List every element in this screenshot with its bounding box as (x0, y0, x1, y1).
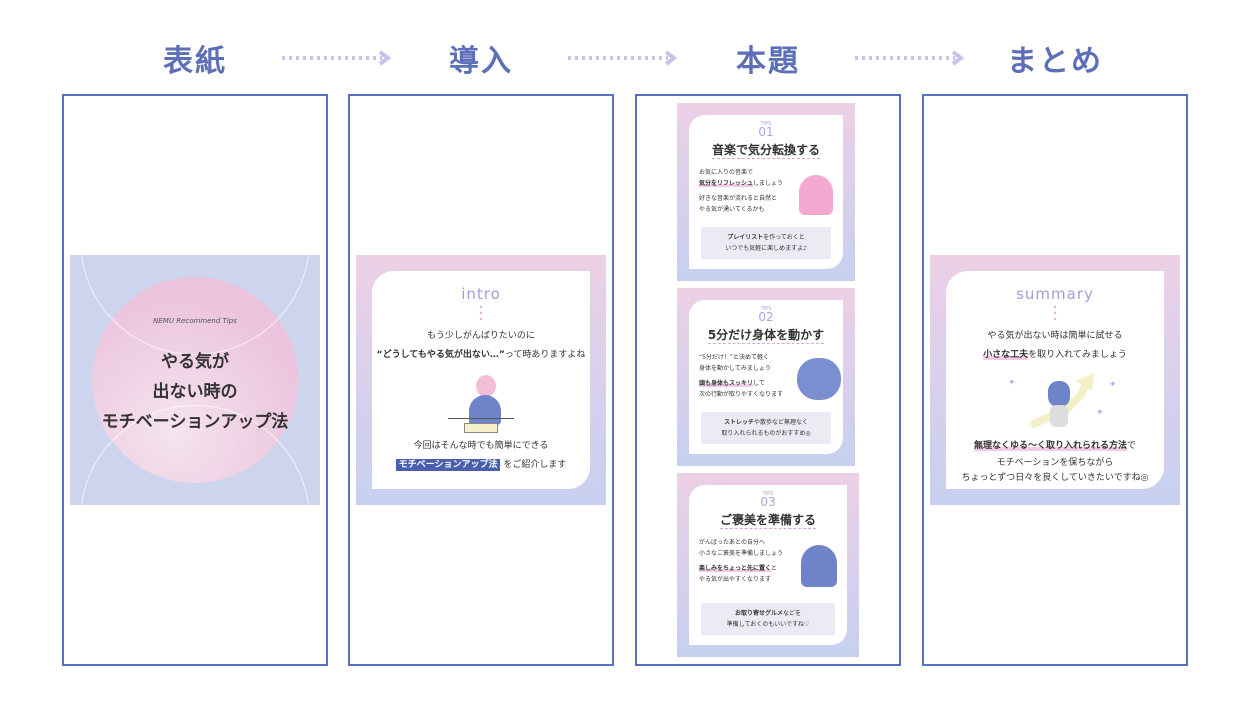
dots-divider: ••• (1052, 303, 1058, 324)
summary-line3: 無理なくゆる〜く取り入れられる方法で (946, 437, 1164, 456)
tip-bold: 頭も身体もスッキリ (699, 380, 754, 387)
tip-badge: TIPS (760, 121, 772, 127)
intro-line3: 今回はそんな時でも簡単にできる (413, 441, 549, 451)
svg-text:✦: ✦ (1096, 408, 1104, 418)
dots-divider: ••• (478, 303, 484, 324)
tip-title: 音楽で気分転換する (711, 143, 820, 159)
intro-card: intro ••• もう少しがんばりたいのに “どうしてもやる気が出ない…”って… (356, 255, 606, 505)
intro-frame (348, 94, 614, 666)
box-bold: ストレッチ (723, 419, 754, 426)
summary-bold: 小さな工夫 (983, 350, 1029, 360)
tip-title: 5分だけ身体を動かす (707, 328, 825, 344)
tip-text: 気分をリフレッシュしましょう (699, 178, 833, 189)
tip-text: がんばったあとの自分へ (699, 539, 765, 546)
rising-arrow-person-illustration: ✦ ✦ ✦ (946, 365, 1164, 437)
intro-line4-rest: をご紹介します (500, 460, 567, 470)
tip-no: 03 (760, 495, 776, 509)
cover-frame (62, 94, 328, 666)
summary-label: summary (1016, 285, 1094, 303)
tip-badge: TIPS (762, 491, 774, 497)
tip-text: お気に入りの音楽で (699, 169, 754, 176)
summary-rest: を取り入れてみましょう (1028, 350, 1127, 360)
svg-text:✦: ✦ (1109, 380, 1117, 390)
summary-line2: 小さな工夫を取り入れてみましょう (946, 346, 1164, 365)
intro-line2-rest: って時ありますよね (504, 350, 586, 360)
tip-bold: 楽しみをちょっと先に置く (699, 565, 772, 572)
tip-text: “5分だけ！”と決めて軽く (699, 354, 770, 361)
svg-text:✦: ✦ (1008, 378, 1016, 388)
tip-box: ストレッチや散歩など無理なく取り入れられるものがおすすめ◎ (701, 412, 831, 444)
box-rest: や散歩など無理なく (754, 419, 809, 426)
summary-line1: やる気が出ない時は簡単に試せる (987, 331, 1123, 341)
tip-rest: して (753, 380, 765, 387)
tip-no: 01 (758, 125, 774, 139)
tip-bold: 気分をリフレッシュ (699, 180, 754, 187)
dotted-arrow-icon (282, 50, 392, 66)
box-rest: などを (783, 610, 802, 617)
summary-line4: モチベーションを保ちながら (996, 458, 1114, 468)
step-label-summary: まとめ (1007, 44, 1103, 79)
cover-title-line: 出ない時の (152, 382, 238, 402)
intro-line2: “どうしてもやる気が出ない…”って時ありますよね (372, 346, 590, 365)
tip-text: 楽しみをちょっと先に置くと (699, 563, 837, 574)
tip-text: 次の行動が取りやすくなります (699, 391, 784, 398)
intro-line1: もう少しがんばりたいのに (427, 331, 535, 341)
tip-no: 02 (758, 310, 774, 324)
tip-box: プレイリストを作っておくといつでも気軽に楽しめますよ♪ (701, 227, 831, 259)
intro-highlight: モチベーションアップ法 (395, 459, 501, 471)
summary-rest: で (1127, 441, 1137, 451)
tip-title: ご褒美を準備する (719, 513, 816, 529)
stretching-person-illustration (797, 358, 841, 400)
intro-line4: モチベーションアップ法 をご紹介します (372, 456, 590, 475)
summary-card: summary ••• やる気が出ない時は簡単に試せる 小さな工夫を取り入れてみ… (930, 255, 1180, 505)
tip-rest: と (771, 565, 778, 572)
step-label-intro: 導入 (449, 44, 513, 79)
box-bold: プレイリスト (727, 234, 764, 241)
tip-text: やる気が出やすくなります (699, 576, 772, 583)
step-label-main: 本題 (736, 44, 800, 79)
main-frame (635, 94, 901, 666)
box-line2: 取り入れられるものがおすすめ◎ (721, 430, 811, 437)
eating-person-illustration (801, 545, 837, 587)
cover-title-line: やる気が (161, 352, 229, 372)
dotted-arrow-icon (855, 50, 965, 66)
summary-line5: ちょっとずつ日々を良くしていきたいですね◎ (961, 473, 1149, 483)
tip-text: 小さなご褒美を準備しましょう (699, 550, 784, 557)
intro-label: intro (461, 285, 501, 303)
tip-text: 身体を動かしてみましょう (699, 365, 771, 372)
worried-person-illustration (372, 365, 590, 437)
intro-line2-bold: “どうしてもやる気が出ない…” (376, 350, 505, 360)
summary-bold: 無理なくゆる〜く取り入れられる方法 (973, 441, 1127, 451)
box-rest: を作っておくと (763, 234, 805, 241)
cover-title-line: モチベーションアップ法 (101, 412, 289, 432)
box-bold: お取り寄せグルメ (734, 610, 783, 617)
box-line2: 準備しておくのもいいですね♡ (726, 621, 810, 628)
cover-card: NEMU Recommend Tips やる気が 出ない時の モチベーションアッ… (70, 255, 320, 505)
tip-rest: しましょう (753, 180, 784, 187)
tip-text: 頭も身体もスッキリして (699, 378, 833, 389)
tip-box: お取り寄せグルメなどを準備しておくのもいいですね♡ (701, 603, 835, 635)
cover-title: やる気が 出ない時の モチベーションアップ法 (70, 347, 320, 437)
box-line2: いつでも気軽に楽しめますよ♪ (725, 245, 807, 252)
tip-text: やる気が湧いてくるかも (699, 206, 765, 213)
summary-frame (922, 94, 1188, 666)
cover-brand: NEMU Recommend Tips (153, 317, 237, 325)
tip-text: 好きな音楽が流れると自然と (699, 195, 778, 202)
music-person-illustration (799, 175, 833, 215)
dotted-arrow-icon (568, 50, 678, 66)
step-label-cover: 表紙 (163, 44, 227, 79)
tip-badge: TIPS (760, 306, 772, 312)
